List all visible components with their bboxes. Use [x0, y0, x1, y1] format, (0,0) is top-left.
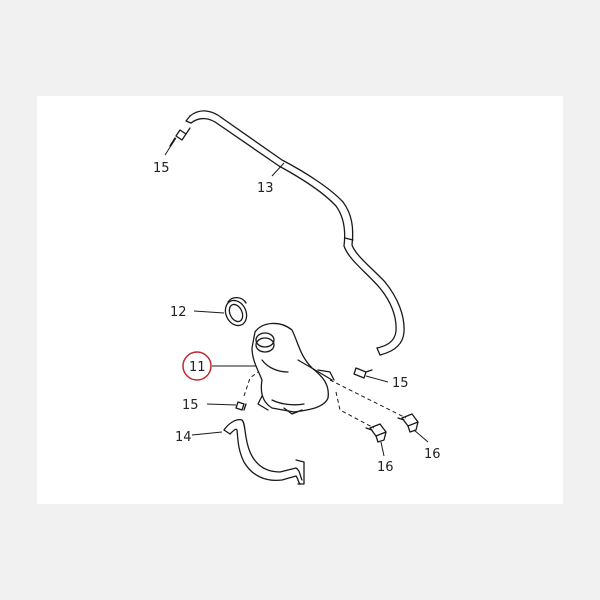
leader-clamp-top	[164, 137, 177, 156]
bolt-right	[397, 413, 419, 433]
dash-bolt-right	[329, 379, 407, 419]
dash-clamp-left	[243, 371, 259, 397]
label-cap: 12	[170, 305, 187, 320]
label-clamp-right: 15	[392, 376, 409, 391]
bolt-center	[365, 423, 387, 443]
leader-cap	[193, 310, 225, 314]
leader-bolt-center	[380, 441, 385, 457]
reservoir-tank	[251, 322, 335, 415]
dash-bolt-center	[335, 391, 375, 429]
diagram-sheet	[37, 96, 563, 504]
leader-hose-upper	[271, 162, 285, 177]
clamp-top	[169, 127, 191, 147]
cap-part	[224, 296, 248, 327]
hose-upper	[185, 110, 405, 356]
label-bolt-center: 16	[377, 460, 394, 475]
hose-lower	[223, 418, 305, 485]
label-hose-upper: 13	[257, 181, 274, 196]
leader-clamp-right	[365, 375, 389, 383]
clamp-left	[235, 401, 247, 411]
clamp-right	[353, 367, 373, 379]
leader-hose-lower	[191, 431, 223, 436]
label-clamp-left: 15	[182, 398, 199, 413]
label-bolt-right: 16	[424, 447, 441, 462]
leader-clamp-left	[206, 403, 237, 406]
label-hose-lower: 14	[175, 430, 192, 445]
label-clamp-top: 15	[153, 161, 170, 176]
highlight-circle	[182, 351, 212, 381]
label-tank: 11	[189, 360, 206, 375]
leader-bolt-right	[413, 429, 429, 443]
